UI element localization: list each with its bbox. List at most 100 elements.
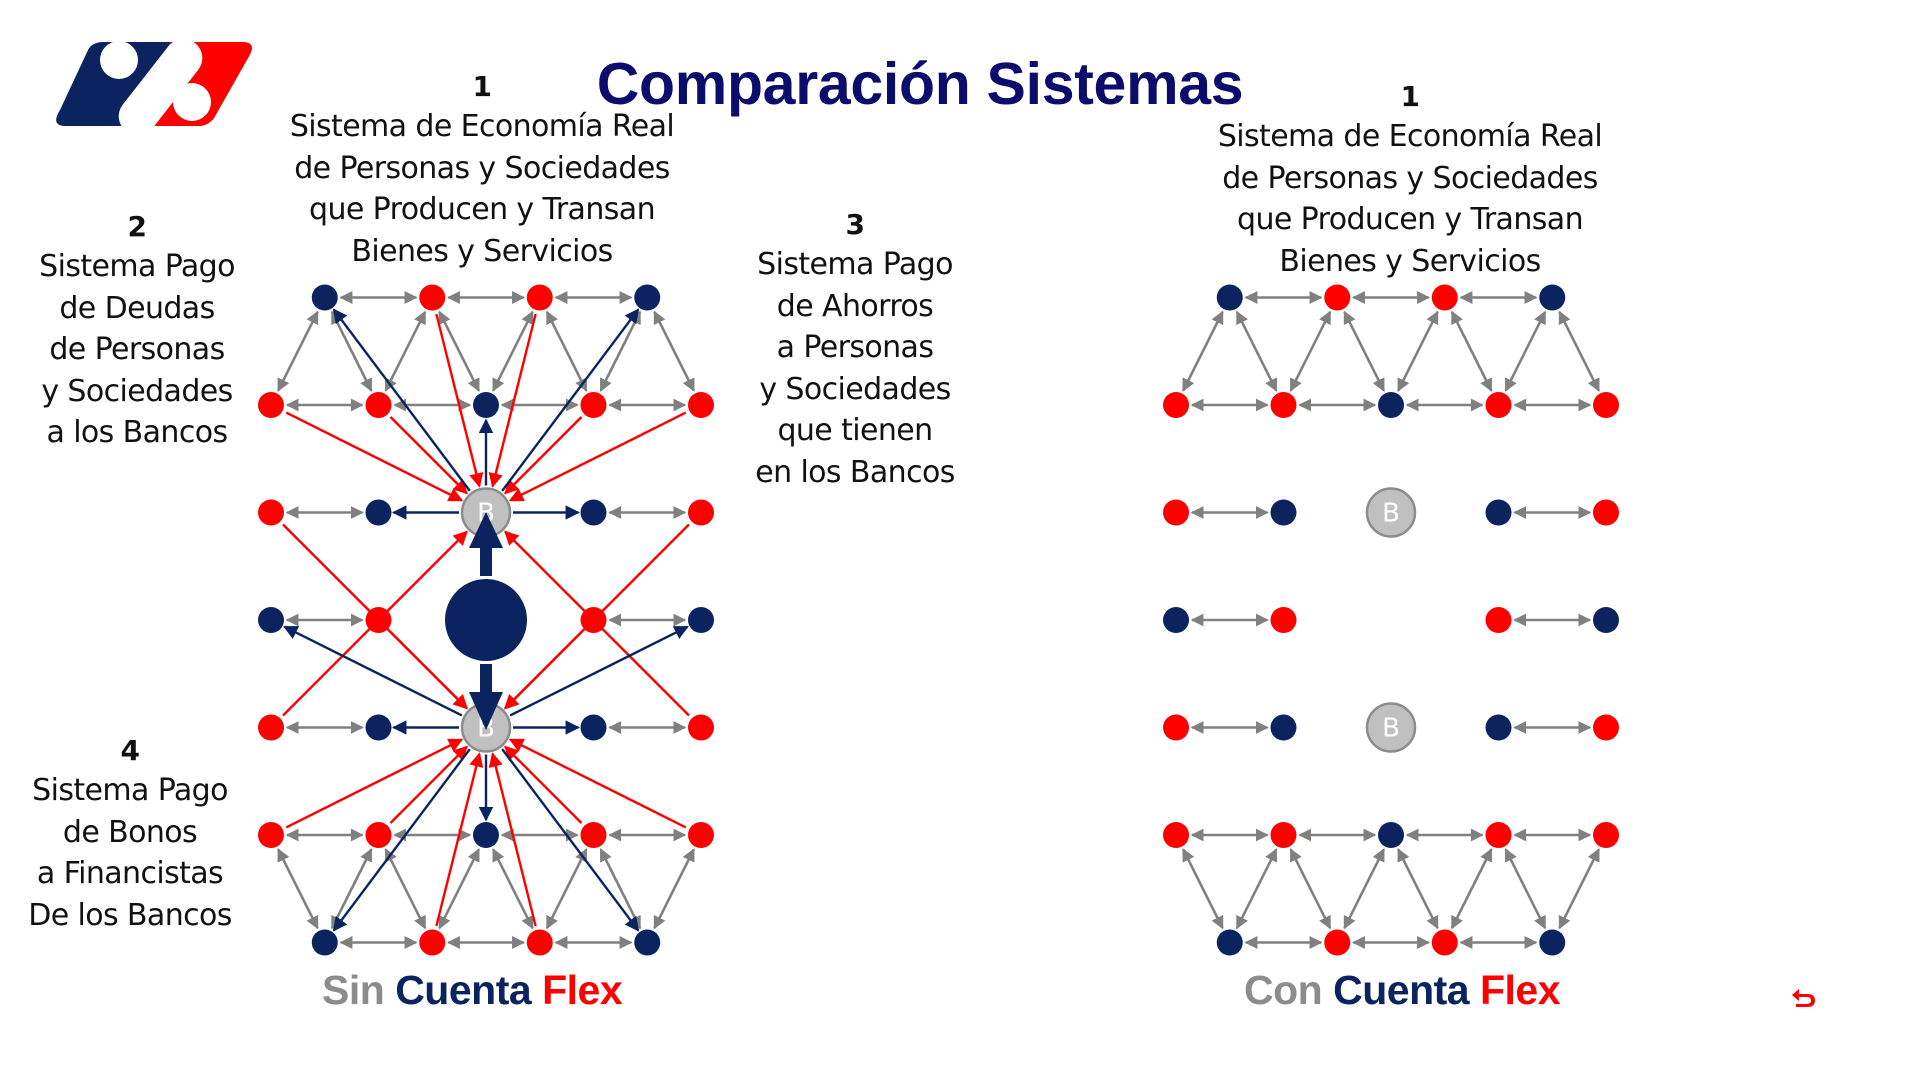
system-number: 1	[1400, 80, 1420, 113]
red-node	[1593, 714, 1619, 741]
flow-to-bank	[389, 416, 468, 495]
network-edge	[545, 848, 588, 930]
label-line: Bienes y Servicios	[1279, 243, 1541, 279]
flow-to-bank	[504, 631, 583, 710]
red-node	[688, 822, 714, 848]
label-line: De los Bancos	[28, 897, 232, 933]
flow-to-bank	[488, 752, 537, 927]
flow-to-bank	[508, 738, 687, 829]
navy-node	[1163, 607, 1189, 633]
red-node	[419, 284, 446, 311]
red-node	[258, 822, 284, 848]
bank-circle	[1365, 702, 1417, 753]
network-edge	[1235, 848, 1278, 930]
red-node	[1270, 392, 1297, 418]
caption-word-flex: Flex	[542, 967, 623, 1013]
navy-node	[1216, 929, 1243, 956]
network-edge	[384, 848, 427, 930]
logo-circle-left	[100, 41, 138, 79]
bank-node: B	[1365, 487, 1417, 538]
flow-to-bank	[285, 738, 464, 829]
system-number: 3	[845, 208, 865, 241]
navy-node	[1539, 284, 1566, 311]
network-edge	[599, 310, 642, 392]
bank-label: B	[1382, 499, 1400, 529]
logo-white-bar	[118, 42, 203, 126]
diagram-sin-cuenta-flex: BB	[258, 284, 714, 956]
red-node	[419, 929, 446, 956]
network-edge	[1504, 848, 1547, 930]
network-edge	[1181, 310, 1224, 392]
network-edge	[1396, 848, 1439, 930]
red-node	[526, 929, 553, 956]
navy-node	[1270, 499, 1297, 526]
network-edge	[599, 848, 642, 930]
red-node	[258, 392, 284, 418]
flow-to-bank	[504, 416, 583, 495]
label-line: a Financistas	[36, 856, 224, 891]
navy-node	[1539, 929, 1566, 956]
navy-node	[311, 284, 338, 311]
label-line: a Personas	[776, 330, 934, 365]
flow-from-bank	[332, 308, 471, 492]
system-1-label-right: 1 Sistema de Economía Real de Personas y…	[1210, 78, 1610, 282]
diagram-con-cuenta-flex: BB	[1163, 284, 1619, 956]
navy-node	[365, 499, 392, 526]
red-node	[365, 822, 392, 848]
red-node	[365, 607, 392, 633]
label-line: Bienes y Servicios	[351, 233, 613, 269]
navy-node	[365, 714, 392, 741]
network-edge	[330, 848, 373, 930]
flow-from-bank	[501, 748, 640, 932]
label-line: que tienen	[777, 413, 933, 448]
flow-to-bank	[389, 631, 468, 710]
label-line: de Ahorros	[776, 288, 934, 324]
navy-node	[1216, 284, 1243, 311]
red-node	[258, 714, 284, 741]
logo-circle-right	[173, 83, 211, 121]
network-edge	[491, 310, 534, 392]
return-arrow-icon[interactable]	[1790, 986, 1816, 1008]
navy-node	[688, 607, 714, 633]
network-edges	[276, 291, 696, 949]
label-line: de Personas y Sociedades	[294, 150, 670, 186]
red-node	[1485, 607, 1512, 633]
red-node	[1163, 499, 1189, 526]
network-edges	[1181, 291, 1601, 949]
flow-to-bank	[488, 313, 537, 488]
network-edge	[330, 310, 373, 392]
network-edge	[276, 310, 319, 392]
red-node	[580, 822, 607, 848]
red-node	[1163, 822, 1189, 848]
navy-node	[1593, 607, 1619, 633]
caption-con-cuenta-flex: Con Cuenta Flex	[1244, 968, 1584, 1012]
red-node	[526, 284, 553, 311]
network-edge	[1450, 310, 1493, 392]
system-number: 1	[472, 70, 492, 103]
red-node	[1485, 822, 1512, 848]
navy-node	[1378, 822, 1404, 848]
system-3-label: 3 Sistema Pago de Ahorros a Personas y S…	[725, 206, 985, 493]
network-edge	[1504, 310, 1547, 392]
caption-word-flex: Flex	[1479, 967, 1561, 1013]
central-hub-node	[445, 579, 527, 661]
red-node	[688, 392, 714, 418]
red-node	[1593, 822, 1619, 848]
red-node	[1163, 714, 1189, 741]
label-line: Sistema Pago	[32, 773, 228, 808]
label-line: a los Bancos	[46, 415, 228, 450]
navy-node	[1270, 714, 1297, 741]
red-node	[580, 607, 607, 633]
navy-node	[1378, 392, 1404, 418]
arrow-down-to-bank	[469, 664, 503, 730]
red-node	[688, 714, 714, 741]
caption-word-cuenta: Cuenta	[1333, 967, 1470, 1013]
label-line: Sistema de Economía Real	[289, 109, 675, 144]
system-1-label-left: 1 Sistema de Economía Real de Personas y…	[282, 68, 682, 272]
navy-node	[473, 822, 499, 848]
red-node	[1163, 392, 1189, 418]
flow-to-bank	[504, 745, 583, 824]
flow-from-bank	[283, 625, 463, 717]
label-line: de Bonos	[62, 814, 198, 850]
flow-from-bank	[501, 308, 640, 492]
